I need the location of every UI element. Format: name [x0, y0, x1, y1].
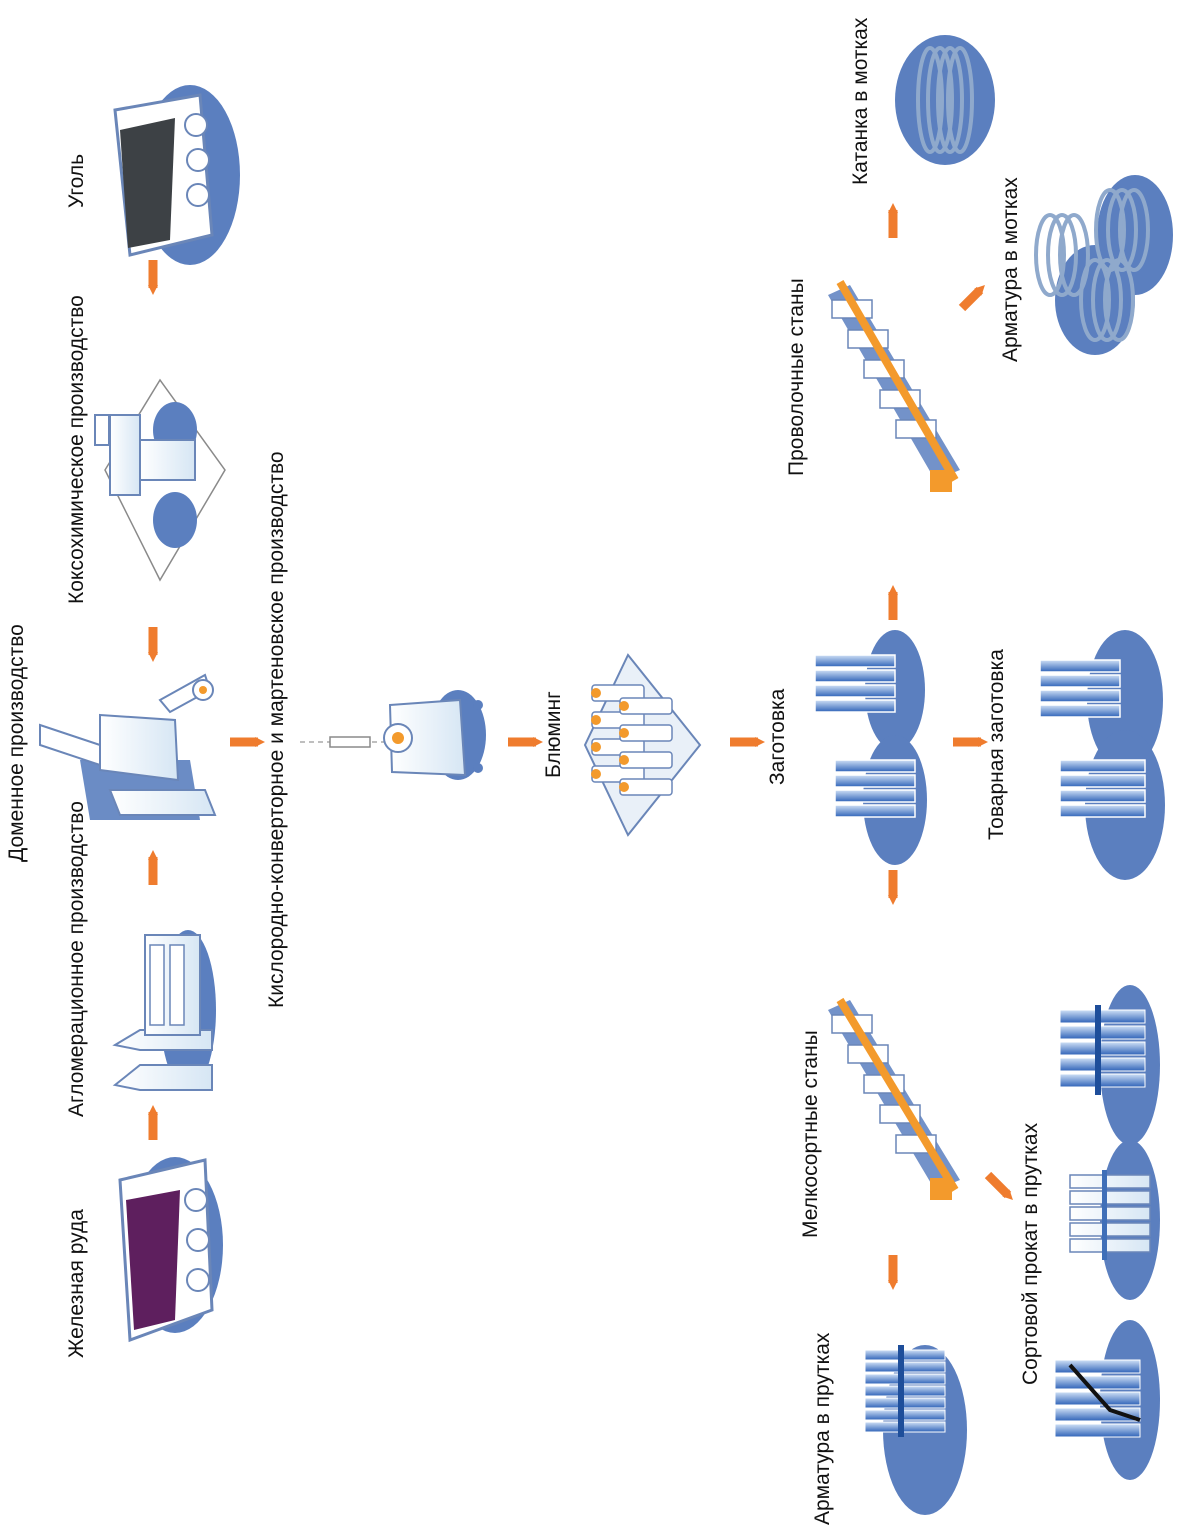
rebar-bars-illustration [865, 1345, 967, 1515]
label-section-bars: Сортовой прокат в прутках [1020, 1123, 1041, 1385]
coal-illustration [115, 85, 240, 265]
label-wire-mills: Проволочные станы [786, 278, 807, 476]
wire-rod-coils-illustration [895, 35, 995, 165]
billet-illustration [815, 630, 927, 865]
wire-mill-illustration [828, 282, 960, 492]
label-steelmaking: Кислородно-конверторное и мартеновское п… [266, 451, 287, 1008]
label-rebar-bars: Арматура в прутках [812, 1333, 833, 1525]
label-commercial-billet: Товарная заготовка [986, 649, 1007, 840]
small-section-mill-illustration [828, 1000, 960, 1200]
label-wire-rod-coils: Катанка в мотках [850, 18, 871, 185]
label-coke-chemical: Коксохимическое производство [66, 295, 87, 604]
iron-ore-illustration [120, 1157, 223, 1340]
label-small-section-mills: Мелкосортные станы [800, 1030, 821, 1238]
rebar-coils-illustration [1036, 175, 1173, 355]
arrow-wire-to-rebar-coils [962, 290, 980, 308]
label-rebar-coils: Арматура в мотках [1000, 177, 1021, 362]
arrow-small-section-to-section [988, 1175, 1008, 1195]
coke-chemical-plant-illustration [95, 380, 225, 580]
label-billet: Заготовка [767, 689, 788, 785]
label-agglomeration: Агломерационное производство [66, 801, 87, 1117]
label-blast-furnace: Доменное производство [6, 624, 27, 862]
label-coal: Уголь [66, 154, 87, 208]
agglomeration-plant-illustration [115, 930, 216, 1090]
blooming-illustration [585, 655, 700, 835]
label-iron-ore: Железная руда [66, 1209, 87, 1358]
commercial-billet-illustration [1040, 630, 1165, 880]
label-blooming: Блюминг [543, 691, 564, 778]
blast-furnace-illustration [40, 675, 215, 820]
section-bars-illustration [1055, 985, 1160, 1480]
converter-illustration [300, 690, 486, 780]
